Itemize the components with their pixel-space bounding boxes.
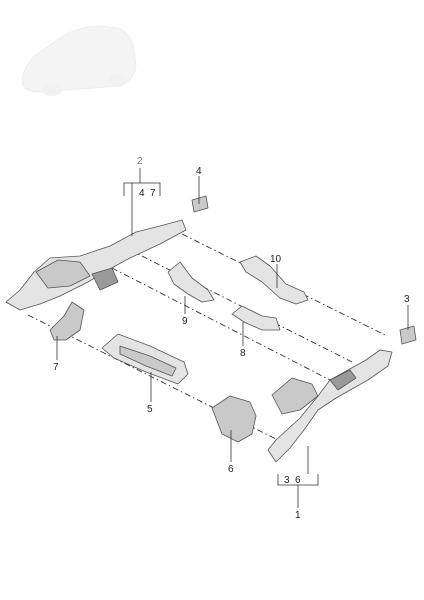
callout-group1-b: 6 bbox=[295, 475, 301, 486]
bracket-3 bbox=[399, 325, 417, 345]
callout-2: 2 bbox=[137, 156, 143, 167]
car-silhouette-icon bbox=[21, 25, 137, 96]
bracket-6 bbox=[211, 395, 257, 443]
callout-9: 9 bbox=[182, 316, 188, 327]
reinforcement-9 bbox=[167, 261, 215, 303]
reinforcement-10 bbox=[239, 255, 309, 305]
side-member-right bbox=[267, 349, 393, 463]
callout-5: 5 bbox=[147, 404, 153, 415]
callout-group1-a: 3 bbox=[284, 475, 290, 486]
callout-4: 4 bbox=[196, 166, 202, 177]
callout-3: 3 bbox=[404, 294, 410, 305]
callout-group2-b: 7 bbox=[150, 188, 156, 199]
bracket-4 bbox=[191, 195, 209, 213]
leader-lines bbox=[56, 168, 409, 508]
callout-7: 7 bbox=[53, 362, 59, 373]
bracket-7 bbox=[49, 301, 85, 341]
side-member-left bbox=[5, 219, 187, 311]
channel-5-inner bbox=[119, 345, 177, 377]
reinforcement-8 bbox=[231, 305, 281, 331]
callout-6: 6 bbox=[228, 464, 234, 475]
callout-1: 1 bbox=[295, 510, 301, 521]
callout-10: 10 bbox=[270, 254, 282, 265]
callout-8: 8 bbox=[240, 348, 246, 359]
callout-group2-a: 4 bbox=[139, 188, 145, 199]
